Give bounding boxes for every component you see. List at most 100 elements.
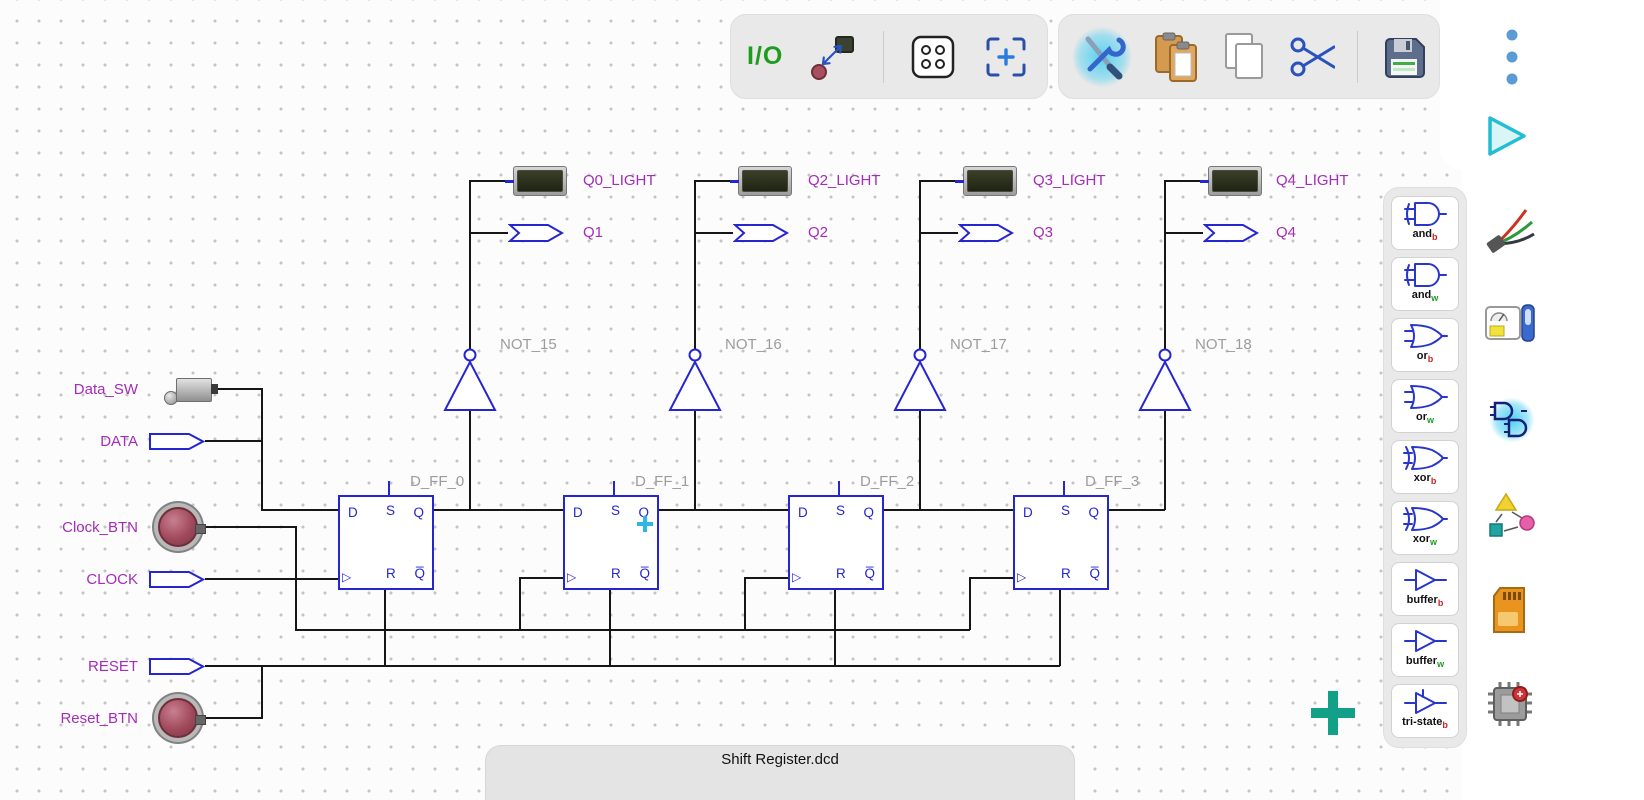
buffer-gate-icon (1404, 569, 1447, 591)
component-palette: andb andw orb orw xorb (1383, 187, 1467, 748)
reset-push-button[interactable] (158, 698, 206, 738)
microcontroller-icon[interactable] (1482, 676, 1542, 736)
toolbar-right-group (1058, 14, 1440, 99)
palette-item-xor-b[interactable]: xorb (1391, 440, 1459, 494)
d-flipflop[interactable]: D_FF_0 D S Q R Q̅ ▷ (338, 473, 464, 590)
d-flipflop[interactable]: D_FF_3 D S Q R Q̅ ▷ (1013, 473, 1139, 590)
palette-item-buffer-w[interactable]: bufferw (1391, 623, 1459, 677)
led-light[interactable] (1200, 166, 1262, 196)
led-light[interactable] (730, 166, 792, 196)
not-gate[interactable] (666, 346, 724, 412)
not-gate[interactable] (441, 346, 499, 412)
wire[interactable] (919, 180, 963, 352)
output-pin-label: Q2 (808, 224, 829, 241)
pin-r: R (1061, 565, 1071, 581)
palette-item-tri-state-b[interactable]: tri-stateb (1391, 684, 1459, 738)
io-button[interactable]: I/O (747, 42, 784, 70)
pin-s: S (611, 503, 621, 518)
tools-button[interactable] (1073, 25, 1132, 88)
save-icon[interactable] (1380, 33, 1425, 81)
palette-item-label: or (1415, 411, 1427, 423)
output-pin[interactable] (958, 223, 1014, 243)
set-pin-stub (838, 481, 840, 495)
light-label: Q4_LIGHT (1276, 172, 1349, 189)
light-label: Q0_LIGHT (583, 172, 656, 189)
sd-card-icon[interactable] (1482, 582, 1542, 642)
pin-q: Q (638, 505, 649, 520)
not-gate[interactable] (891, 346, 949, 412)
wire[interactable] (969, 577, 1013, 630)
wire[interactable] (469, 180, 513, 352)
light-label: Q3_LIGHT (1033, 172, 1106, 189)
input-pin-clock[interactable] (148, 570, 205, 589)
copy-icon[interactable] (1222, 31, 1265, 83)
or-gate-icon (1404, 324, 1448, 348)
pin-q: Q (1088, 505, 1099, 520)
not-gate[interactable] (1136, 346, 1194, 412)
palette-item-or-b[interactable]: orb (1391, 318, 1459, 372)
wire[interactable] (1164, 180, 1208, 352)
wire-splitter-icon[interactable] (1482, 198, 1542, 258)
cut-icon[interactable] (1288, 31, 1335, 83)
palette-item-or-w[interactable]: orw (1391, 379, 1459, 433)
palette-item-tag: b (1430, 476, 1437, 487)
output-pin-label: Q4 (1276, 224, 1297, 241)
wire[interactable] (744, 577, 788, 630)
wire[interactable] (519, 577, 563, 630)
light-label: Q2_LIGHT (808, 172, 881, 189)
component-label: D_FF_1 (635, 473, 690, 490)
and-gate-icon (1404, 263, 1447, 287)
xor-gate-icon (1403, 446, 1448, 470)
d-flipflop[interactable]: D_FF_2 D S Q R Q̅ ▷ (788, 473, 914, 590)
add-component-button[interactable] (1306, 686, 1360, 740)
led-matrix-icon[interactable] (910, 34, 956, 80)
clock-push-button[interactable] (158, 507, 206, 547)
palette-item-and-w[interactable]: andw (1391, 257, 1459, 311)
pin-qbar: Q̅ (1089, 565, 1100, 581)
label-clock-btn: Clock_BTN (62, 519, 138, 536)
led-lens (1212, 170, 1258, 192)
input-pin-data[interactable] (148, 432, 205, 451)
pin-q: Q (863, 505, 874, 520)
led-light[interactable] (505, 166, 567, 196)
toggle-switch[interactable] (160, 374, 220, 408)
clock-pin-marker-icon: ▷ (567, 570, 577, 584)
gates-selected-icon[interactable] (1482, 390, 1542, 450)
level-meter-icon[interactable] (1482, 295, 1542, 355)
pin-s: S (386, 503, 396, 518)
label-data-sw: Data_SW (73, 381, 138, 398)
output-pin[interactable] (733, 223, 789, 243)
d-flipflop[interactable]: D_FF_1 D S Q R Q̅ ▷ (563, 473, 689, 590)
clock-pin-marker-icon: ▷ (1017, 570, 1027, 584)
palette-item-buffer-b[interactable]: bufferb (1391, 562, 1459, 616)
input-pin-reset[interactable] (148, 657, 205, 676)
wire[interactable] (202, 666, 263, 719)
palette-item-xor-w[interactable]: xorw (1391, 501, 1459, 555)
switch-body (176, 378, 218, 402)
paste-icon[interactable] (1153, 31, 1200, 83)
component-label: NOT_17 (950, 336, 1007, 353)
wire[interactable] (210, 388, 338, 511)
toolbar-separator (883, 30, 885, 83)
palette-item-and-b[interactable]: andb (1391, 196, 1459, 250)
file-tab[interactable]: Shift Register.dcd (485, 745, 1075, 800)
label-clock: CLOCK (86, 571, 138, 588)
led-light[interactable] (955, 166, 1017, 196)
wire[interactable] (694, 180, 738, 352)
pin-r: R (611, 565, 621, 581)
pin-qbar: Q̅ (864, 565, 875, 581)
hierarchy-icon[interactable] (1482, 490, 1542, 550)
tri-state-gate-icon (1404, 689, 1447, 714)
output-pin[interactable] (508, 223, 564, 243)
palette-item-tag: b (1442, 720, 1448, 731)
overflow-menu-icon[interactable] (1505, 27, 1519, 87)
palette-item-label: buffer (1405, 655, 1438, 667)
palette-item-tag: b (1432, 232, 1438, 243)
signal-convert-icon[interactable] (809, 33, 857, 81)
run-button[interactable] (1478, 110, 1534, 162)
center-view-icon[interactable] (982, 33, 1030, 81)
output-pin[interactable] (1203, 223, 1259, 243)
led-lens (517, 170, 563, 192)
component-label: NOT_15 (500, 336, 557, 353)
